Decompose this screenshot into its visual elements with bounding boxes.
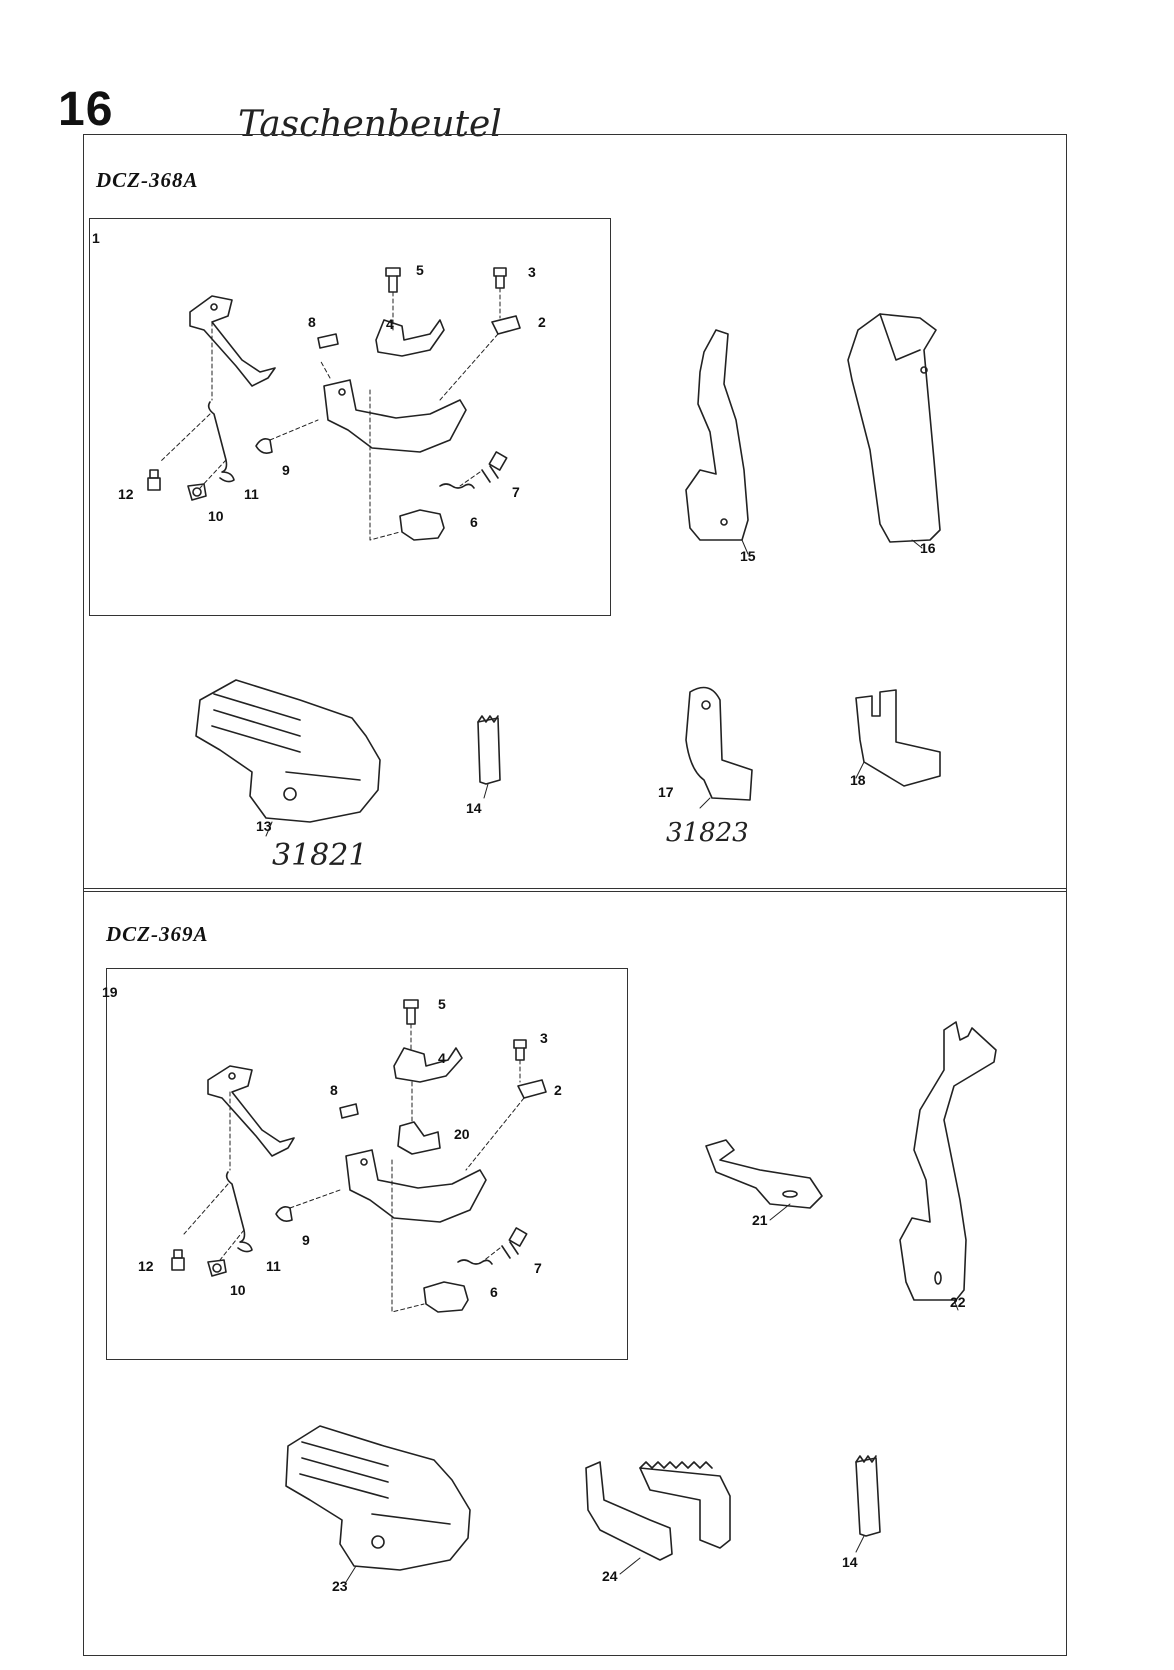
callout-10-b: 10 bbox=[230, 1282, 246, 1298]
callout-5: 5 bbox=[416, 262, 424, 278]
part-block-6 bbox=[399, 509, 445, 541]
part-screw-5 bbox=[385, 267, 401, 293]
part-guide-4 bbox=[375, 319, 445, 357]
part-presser-foot bbox=[323, 379, 467, 453]
callout-23: 23 bbox=[332, 1578, 348, 1594]
callout-24: 24 bbox=[602, 1568, 618, 1584]
handwritten-note-31821: 31821 bbox=[272, 838, 368, 873]
handwritten-note-31823: 31823 bbox=[666, 818, 749, 848]
part-screw-7-b bbox=[501, 1227, 528, 1259]
page-number: 16 bbox=[58, 83, 114, 136]
part-screw-3-b bbox=[513, 1039, 527, 1061]
callout-11-b: 11 bbox=[266, 1258, 281, 1274]
callout-7-b: 7 bbox=[534, 1260, 542, 1276]
part-14-feed-dog-b bbox=[855, 1457, 881, 1537]
part-pin-8 bbox=[317, 333, 339, 349]
part-spring-11 bbox=[207, 401, 235, 483]
callout-18: 18 bbox=[850, 772, 866, 788]
part-screw-3 bbox=[493, 267, 507, 289]
assembly-box-19 bbox=[106, 968, 628, 1360]
part-23-throat-plate bbox=[285, 1425, 471, 1571]
callout-22: 22 bbox=[950, 1294, 966, 1310]
callout-9: 9 bbox=[282, 462, 290, 478]
part-17 bbox=[685, 686, 753, 801]
part-screw-5-b bbox=[403, 999, 419, 1025]
part-presser-foot-19 bbox=[345, 1149, 487, 1223]
part-pin-8-b bbox=[339, 1103, 359, 1119]
callout-4: 4 bbox=[386, 316, 394, 332]
part-22 bbox=[899, 1021, 997, 1301]
part-screw-7 bbox=[481, 451, 508, 483]
part-link-9-b bbox=[275, 1206, 293, 1222]
callout-8-b: 8 bbox=[330, 1082, 338, 1098]
callout-8: 8 bbox=[308, 314, 316, 330]
callout-7: 7 bbox=[512, 484, 520, 500]
part-spring-6-b bbox=[457, 1259, 493, 1265]
callout-13: 13 bbox=[256, 818, 272, 834]
callout-20: 20 bbox=[454, 1126, 470, 1142]
part-bracket-2-b bbox=[517, 1079, 547, 1099]
callout-4-b: 4 bbox=[438, 1050, 446, 1066]
callout-3-b: 3 bbox=[540, 1030, 548, 1046]
part-nut-10-b bbox=[207, 1259, 227, 1277]
part-presser-arm-19 bbox=[207, 1065, 295, 1157]
part-21 bbox=[705, 1139, 823, 1209]
part-18 bbox=[855, 689, 941, 787]
callout-3: 3 bbox=[528, 264, 536, 280]
callout-6-b: 6 bbox=[490, 1284, 498, 1300]
part-block-20 bbox=[397, 1121, 441, 1155]
part-block-6-b bbox=[423, 1281, 469, 1313]
part-13-throat-plate bbox=[195, 679, 381, 823]
callout-16: 16 bbox=[920, 540, 936, 556]
part-presser-arm bbox=[189, 295, 276, 387]
model-title-dcz-369a: DCZ-369A bbox=[106, 922, 209, 946]
callout-10: 10 bbox=[208, 508, 224, 524]
assembly-label-1: 1 bbox=[92, 230, 100, 246]
part-15 bbox=[685, 329, 749, 541]
callout-2: 2 bbox=[538, 314, 546, 330]
part-spring-6 bbox=[439, 483, 475, 489]
part-guide-4-b bbox=[393, 1047, 463, 1083]
callout-2-b: 2 bbox=[554, 1082, 562, 1098]
callout-6: 6 bbox=[470, 514, 478, 530]
section-dcz-369a bbox=[83, 888, 1067, 1656]
part-screw-12 bbox=[147, 469, 161, 491]
callout-15: 15 bbox=[740, 548, 756, 564]
callout-12-b: 12 bbox=[138, 1258, 154, 1274]
part-spring-11-b bbox=[225, 1171, 253, 1253]
callout-14: 14 bbox=[466, 800, 482, 816]
assembly-box-1 bbox=[89, 218, 611, 616]
callout-11: 11 bbox=[244, 486, 259, 502]
assembly-label-19: 19 bbox=[102, 984, 118, 1000]
callout-17: 17 bbox=[658, 784, 674, 800]
part-link-9 bbox=[255, 438, 273, 454]
part-14-feed-dog bbox=[477, 717, 501, 785]
callout-21: 21 bbox=[752, 1212, 768, 1228]
part-16 bbox=[847, 313, 941, 543]
model-title-dcz-368a: DCZ-368A bbox=[96, 168, 199, 192]
handwritten-title: Taschenbeutel bbox=[238, 104, 502, 145]
part-bracket-2 bbox=[491, 315, 521, 335]
part-24-feed-bar bbox=[585, 1461, 673, 1561]
callout-12: 12 bbox=[118, 486, 134, 502]
part-nut-10 bbox=[187, 483, 207, 501]
callout-9-b: 9 bbox=[302, 1232, 310, 1248]
part-screw-12-b bbox=[171, 1249, 185, 1271]
section-dcz-368a bbox=[83, 134, 1067, 892]
callout-5-b: 5 bbox=[438, 996, 446, 1012]
callout-14-b: 14 bbox=[842, 1554, 858, 1570]
